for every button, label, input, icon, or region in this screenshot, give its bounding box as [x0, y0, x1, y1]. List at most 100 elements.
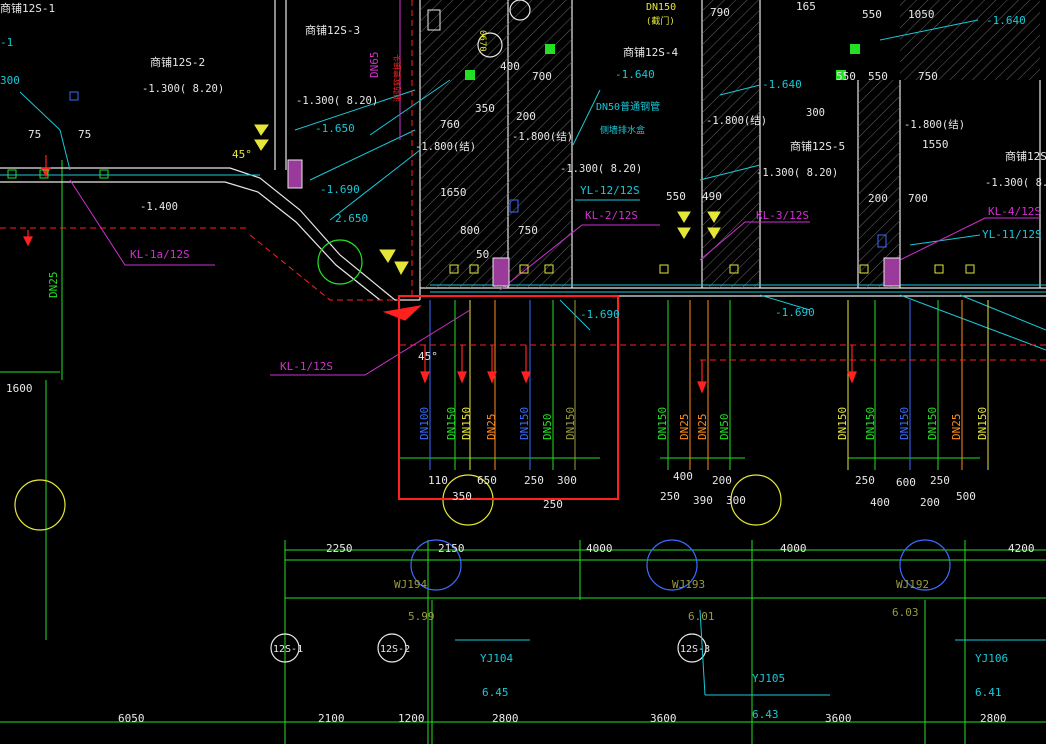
level-s6: -1.300( 8.20): [985, 177, 1046, 189]
dim-4000b: 4000: [780, 542, 807, 555]
column-e1: 6.45: [482, 686, 509, 699]
dim-2800b: 2800: [980, 712, 1007, 725]
shop-label-s6: 商铺12S-6: [1005, 149, 1046, 163]
pipe-yl12: YL-12/12S: [580, 184, 640, 197]
beam-labels: WJ194 WJ193 WJ192 5.99 6.01 6.03 YJ104 Y…: [394, 578, 1008, 721]
dim-750a: 750: [518, 224, 538, 237]
pipe-dn150-note: (截门): [646, 15, 675, 27]
riser-label: DN25: [678, 414, 691, 441]
beam-e3: 6.03: [892, 606, 919, 619]
dimension-labels: 75 75 1600 2250 2150 4000 4000 4200 6050…: [6, 0, 1035, 725]
dim-250a: 250: [524, 474, 544, 487]
dim-400b: 400: [870, 496, 890, 509]
magenta-leaders: [69, 0, 1040, 376]
riser-label: DN150: [656, 407, 669, 440]
dim-200a: 200: [712, 474, 732, 487]
hose-note: 消防软管接头: [392, 54, 402, 102]
axis-a1: 12S-1: [273, 644, 303, 655]
riser-label: DN150: [460, 407, 473, 440]
level-s4: -1.300( 8.20): [560, 163, 642, 175]
level-m11: -1.690: [580, 308, 620, 321]
dim-2100: 2100: [318, 712, 345, 725]
dim-50: 50: [476, 248, 489, 261]
red-dashed-lines: [0, 0, 1046, 361]
dim-1200: 1200: [398, 712, 425, 725]
vertical-pipe-labels: DN25 DN65 消防软管接头 0670: [47, 30, 487, 298]
level-m7: -1.800(结): [415, 140, 476, 153]
highlight-box: [398, 295, 619, 500]
riser-label: DN150: [976, 407, 989, 440]
dim-550d: 550: [868, 70, 888, 83]
level-m4: -1.640: [615, 68, 655, 81]
riser-label: DN100: [418, 407, 431, 440]
axis-labels: 12S-1 12S-2 12S-3: [273, 644, 710, 655]
dim-650: 650: [477, 474, 497, 487]
level-m5: -1.640: [762, 78, 802, 91]
beam-b3: WJ192: [896, 578, 929, 591]
riser-label: DN50: [718, 414, 731, 441]
riser-label: DN25: [696, 414, 709, 441]
dim-3600a: 3600: [650, 712, 677, 725]
dim-550a: 550: [666, 190, 686, 203]
shop-labels: 商铺12S-2 商铺12S-3 商铺12S-4 商铺12S-5 商铺12S-6 …: [0, 1, 1046, 163]
pipe-dn150-top: DN150: [646, 2, 676, 13]
hatched-walls: [420, 0, 1040, 288]
cyan-level-labels: -1.650 -1.690 -1.640 -1.640 -1.640 -1.69…: [0, 14, 1026, 321]
level-m9: -1.800(结): [706, 114, 767, 127]
dim-4000a: 4000: [586, 542, 613, 555]
dim-250e: 250: [930, 474, 950, 487]
beam-e2: 6.01: [688, 610, 715, 623]
column-e2: 6.43: [752, 708, 779, 721]
level-m13: 2.650: [335, 212, 368, 225]
pipe-dn50-note: DN50普通钢管: [596, 100, 660, 113]
riser-label: DN150: [564, 407, 577, 440]
cyan-pipes: [0, 19, 1046, 696]
column-e3: 6.41: [975, 686, 1002, 699]
dim-700a: 700: [532, 70, 552, 83]
dim-0670: 0670: [477, 30, 487, 52]
dim-600: 600: [896, 476, 916, 489]
grid-lines: [0, 540, 1046, 744]
pipe-dn25-left: DN25: [47, 272, 60, 299]
dim-800: 800: [460, 224, 480, 237]
dim-400a: 400: [673, 470, 693, 483]
dim-200d: 200: [868, 192, 888, 205]
shop-label-s3: 商铺12S-3: [305, 23, 360, 37]
shop-label-s4: 商铺12S-4: [623, 45, 678, 59]
level-m10: -1.800(结): [904, 118, 965, 131]
level-m6: -1.640: [986, 14, 1026, 27]
dim-165: 165: [796, 0, 816, 13]
dim-750b: 750: [918, 70, 938, 83]
riser-label: DN150: [445, 407, 458, 440]
dim-110: 110: [428, 474, 448, 487]
dim-2800a: 2800: [492, 712, 519, 725]
dimension-lines: [0, 160, 980, 640]
dim-550b: 550: [862, 8, 882, 21]
angle-1: 45°: [232, 148, 252, 161]
dim-250b: 250: [543, 498, 563, 511]
top-left-300: 300: [0, 74, 20, 87]
top-left-minus1: -1: [0, 36, 13, 49]
dim-700b: 700: [908, 192, 928, 205]
dim-4200: 4200: [1008, 542, 1035, 555]
axis-a3: 12S-3: [680, 644, 710, 655]
dim-1600: 1600: [6, 382, 33, 395]
riser-lines: [429, 300, 989, 470]
dim-790: 790: [710, 6, 730, 19]
pipe-labels: KL-1a/12S KL-1/12S KL-2/12S KL-3/12S KL-…: [130, 2, 1042, 373]
level-s2: -1.300( 8.20): [142, 83, 224, 95]
pipe-kl2: KL-2/12S: [585, 209, 638, 222]
pipe-kl1a: KL-1a/12S: [130, 248, 190, 261]
level-labels: -1.300( 8.20) -1.300( 8.20) -1.300( 8.20…: [140, 83, 1046, 213]
level-s5: -1.300( 8.20): [756, 167, 838, 179]
dim-400c: 400: [500, 60, 520, 73]
pipe-dn65: DN65: [368, 52, 381, 79]
dim-350b: 350: [475, 102, 495, 115]
valve-symbols: [254, 124, 721, 276]
dim-1050: 1050: [908, 8, 935, 21]
fixtures: [7, 9, 975, 287]
riser-label: DN150: [898, 407, 911, 440]
dim-300c: 300: [726, 494, 746, 507]
dim-350: 350: [452, 490, 472, 503]
